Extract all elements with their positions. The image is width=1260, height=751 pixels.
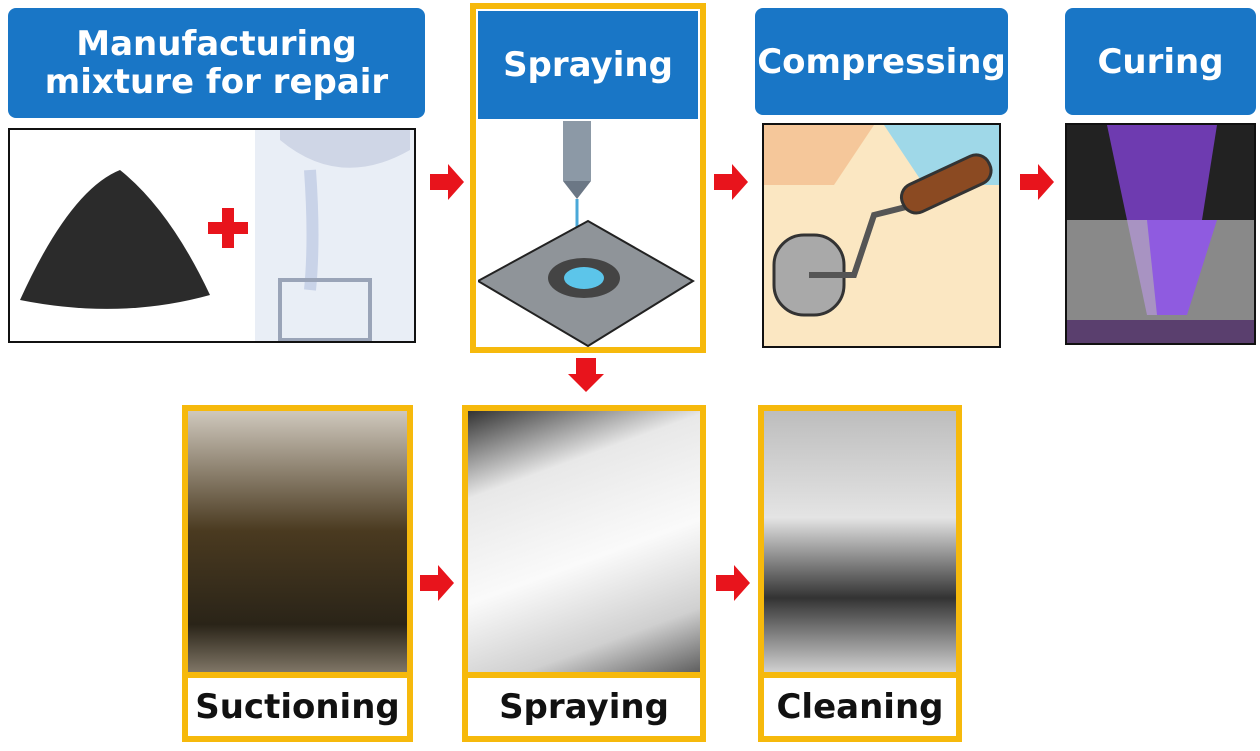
step-header-curing: Curing bbox=[1065, 8, 1256, 115]
spraying-photo bbox=[468, 411, 700, 678]
step-header-compressing: Compressing bbox=[755, 8, 1008, 115]
arrow-down-icon bbox=[568, 358, 604, 392]
mixture-image bbox=[8, 128, 416, 343]
step-label-cleaning: Cleaning bbox=[764, 672, 956, 736]
compressing-image bbox=[762, 123, 1001, 348]
arrow-right-icon bbox=[716, 565, 750, 601]
suctioning-step: Suctioning bbox=[182, 405, 413, 742]
powder-and-liquid-illustration bbox=[20, 130, 414, 341]
step-label-suctioning: Suctioning bbox=[188, 672, 407, 736]
uv-curing-illustration bbox=[1067, 125, 1254, 343]
arrow-right-icon bbox=[430, 164, 464, 200]
curing-image bbox=[1065, 123, 1256, 345]
cleaning-photo bbox=[764, 411, 956, 678]
suctioning-photo bbox=[188, 411, 407, 678]
arrow-right-icon bbox=[420, 565, 454, 601]
step-header-mixture: Manufacturing mixture for repair bbox=[8, 8, 425, 118]
spraying-illustration bbox=[478, 121, 695, 347]
cleaning-step: Cleaning bbox=[758, 405, 962, 742]
arrow-right-icon bbox=[1020, 164, 1054, 200]
roller-illustration bbox=[764, 125, 999, 317]
spraying-photo-step: Spraying bbox=[462, 405, 706, 742]
step-header-spraying: Spraying bbox=[478, 11, 698, 119]
step-label-spraying: Spraying bbox=[468, 672, 700, 736]
arrow-right-icon bbox=[714, 164, 748, 200]
spraying-step-highlight: Spraying bbox=[470, 3, 706, 353]
